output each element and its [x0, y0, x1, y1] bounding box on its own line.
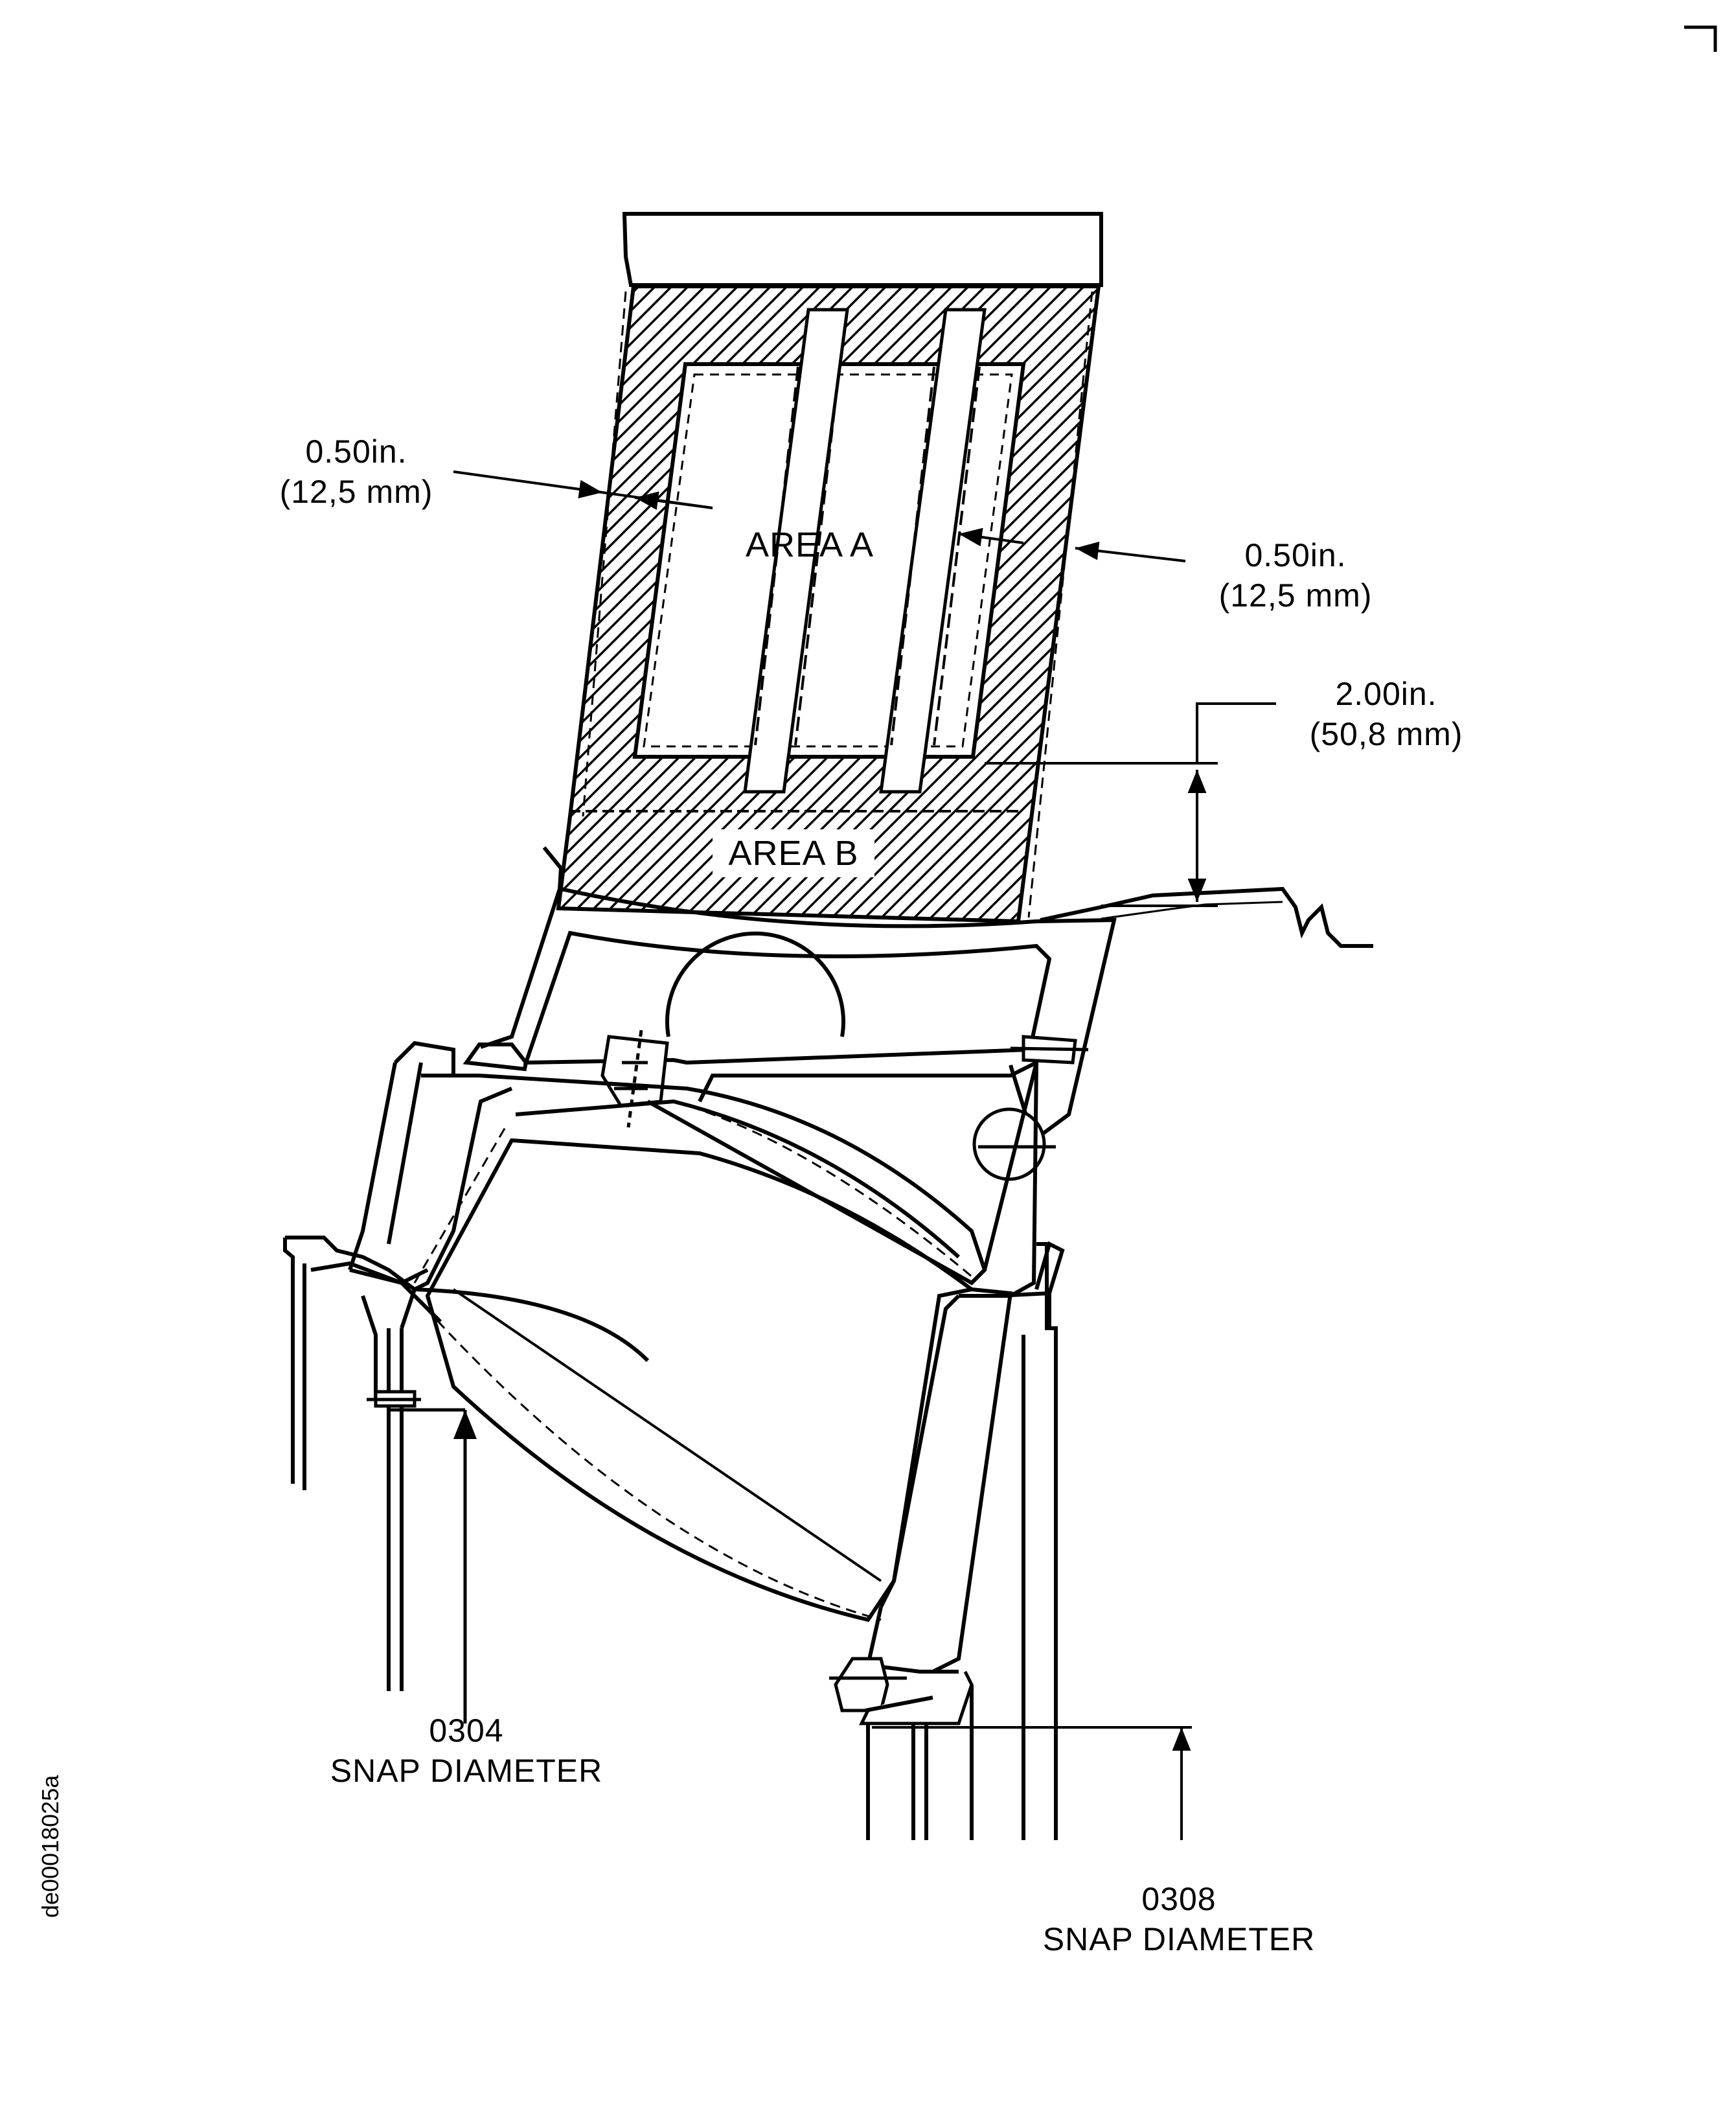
lower-cavity: [425, 1138, 977, 1622]
figure-id: de00018025a: [37, 1775, 63, 1918]
slots: [743, 308, 987, 794]
snap-0308-number: 0308: [1141, 1881, 1216, 1917]
right-bolt: [972, 1035, 1089, 1181]
snap-0308-text: SNAP DIAMETER: [1042, 1921, 1316, 1957]
rear-flange-inner: [1101, 901, 1283, 920]
left-struts: [348, 1041, 479, 1285]
semicircle-port: [665, 931, 845, 1037]
hatched-casing: [556, 284, 1101, 924]
dim-height-inch: 2.00in.: [1335, 676, 1437, 712]
slot-dashes: [754, 366, 981, 746]
casing-dashed-boundary: [582, 291, 1093, 918]
diagonal-web: [452, 1288, 882, 1582]
height-dimension: [985, 702, 1276, 907]
area-b-label-bg: [713, 829, 874, 877]
area-b-label: AREA B: [728, 834, 859, 873]
lower-cavity-dashed: [413, 1100, 972, 1621]
slot-right: [879, 308, 987, 794]
right-width-dimension: [958, 527, 1186, 562]
dim-left-inch: 0.50in.: [305, 433, 407, 470]
left-width-dimension: [453, 470, 713, 511]
upper-frame: [463, 846, 1117, 1144]
snap-0304-number: 0304: [429, 1712, 504, 1749]
slot-left: [743, 308, 849, 794]
corner-mark: [1684, 25, 1717, 52]
dim-height-label: 2.00in. (50,8 mm): [1276, 674, 1496, 754]
snap-0304-marker: [367, 1390, 477, 1723]
rear-flange: [1040, 886, 1373, 948]
left-flange: [283, 1236, 442, 1691]
rear-case-lines: [865, 1242, 1058, 1840]
bolt-boss: [600, 1030, 669, 1128]
dim-right-label: 0.50in. (12,5 mm): [1185, 535, 1406, 616]
dim-left-label: 0.50in. (12,5 mm): [246, 432, 466, 512]
dim-height-mm: (50,8 mm): [1309, 716, 1463, 752]
snap-0304-label: 0304 SNAP DIAMETER: [298, 1711, 635, 1791]
dim-right-mm: (12,5 mm): [1218, 577, 1373, 614]
snap-0308-label: 0308 SNAP DIAMETER: [1011, 1879, 1347, 1959]
dim-right-inch: 0.50in.: [1244, 537, 1347, 573]
bottom-mount: [829, 1657, 974, 1725]
top-cap: [622, 212, 1103, 287]
area-a-inner-outline: [643, 373, 1013, 748]
snap-0308-marker: [872, 1726, 1192, 1840]
right-lower-struts: [865, 1241, 1065, 1674]
dim-left-mm: (12,5 mm): [279, 474, 433, 510]
area-a-label: AREA A: [745, 525, 874, 564]
snap-0304-text: SNAP DIAMETER: [330, 1753, 603, 1789]
